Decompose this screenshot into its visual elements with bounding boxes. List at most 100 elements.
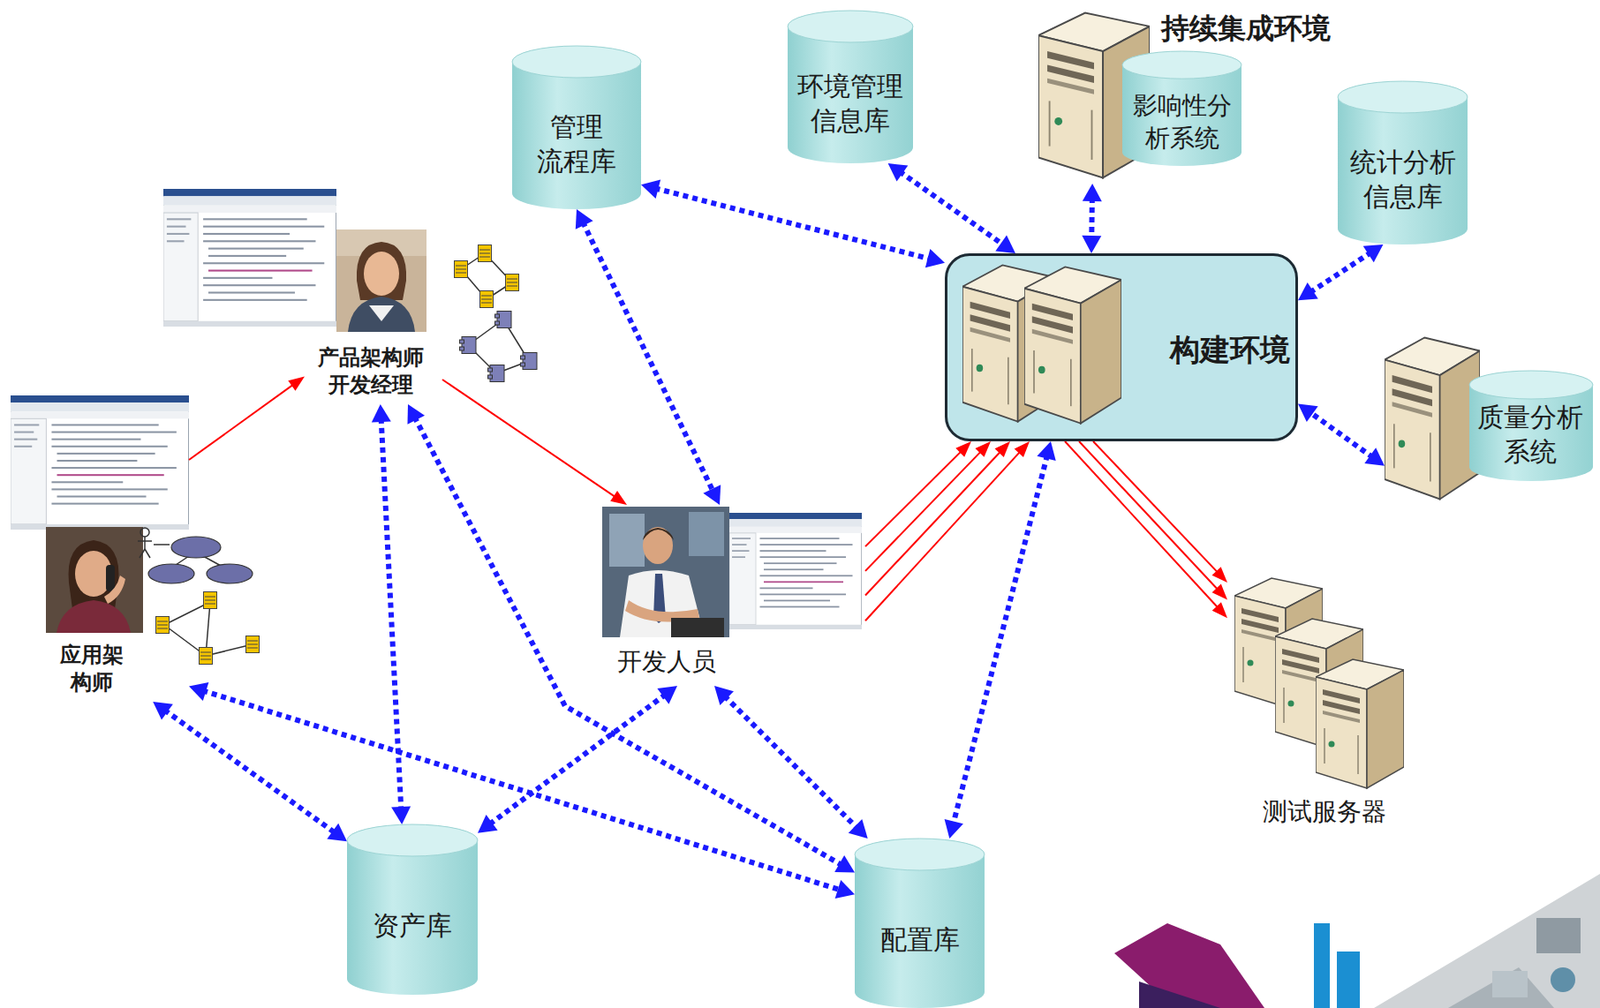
connector-line bbox=[1088, 197, 1095, 240]
corner-decoration bbox=[1114, 874, 1600, 1008]
cylinder-top bbox=[854, 838, 985, 871]
arrow-head bbox=[835, 880, 855, 899]
arrow-head bbox=[610, 490, 627, 506]
dotted-connector bbox=[575, 209, 721, 506]
arrow-head bbox=[995, 234, 1016, 254]
repository-cylinder: 配置库 bbox=[854, 838, 985, 1008]
arrow-head bbox=[1363, 244, 1384, 263]
role-label: 应用架 构师 bbox=[8, 392, 189, 702]
repository-cylinder: 环境管理 信息库 bbox=[787, 10, 914, 164]
developer-picture bbox=[602, 506, 862, 638]
flow-arrow bbox=[188, 377, 305, 461]
connector-line bbox=[489, 694, 666, 825]
cylinder-body bbox=[854, 838, 985, 1008]
arrow-head bbox=[1212, 602, 1228, 619]
connector-line bbox=[654, 188, 931, 259]
arrow-head bbox=[1014, 441, 1030, 458]
node-label: 资产库 bbox=[354, 908, 470, 944]
cylinder-top bbox=[787, 10, 914, 43]
node-label: 测试服务器 bbox=[1227, 796, 1422, 829]
arrow-head bbox=[1082, 183, 1102, 202]
arrow-head bbox=[888, 163, 909, 182]
dotted-connector bbox=[371, 404, 411, 825]
connector-line bbox=[414, 416, 843, 866]
arrow-head bbox=[656, 686, 678, 705]
flow-arrow bbox=[865, 441, 1011, 597]
arrow-head bbox=[287, 377, 305, 392]
repository-cylinder: 统计分析 信息库 bbox=[1337, 81, 1468, 245]
arrow-head bbox=[1212, 584, 1228, 601]
dotted-connector bbox=[407, 404, 855, 873]
connector-line bbox=[865, 450, 963, 547]
flow-arrow bbox=[1093, 441, 1228, 583]
connector-line bbox=[1309, 252, 1372, 294]
cylinder-body bbox=[1122, 51, 1242, 167]
arrow-head bbox=[641, 180, 661, 199]
role-label: 产品架构师 开发经理 bbox=[304, 342, 443, 405]
connector-line bbox=[1093, 441, 1219, 574]
arrow-head bbox=[1212, 566, 1228, 583]
connector-line bbox=[865, 450, 982, 571]
flow-arrow bbox=[865, 441, 972, 547]
app-architect-picture bbox=[10, 395, 189, 634]
arrow-head bbox=[834, 855, 855, 874]
node-label: 产品架构师 开发经理 bbox=[304, 344, 438, 400]
arrow-head bbox=[1364, 447, 1385, 467]
connector-line bbox=[1079, 441, 1219, 591]
arrow-head bbox=[848, 819, 868, 839]
cylinder-body bbox=[512, 45, 642, 210]
flow-arrow bbox=[865, 441, 1030, 621]
cylinder-shape bbox=[854, 838, 985, 1008]
dotted-connector bbox=[714, 686, 868, 839]
cylinder-body bbox=[1337, 81, 1468, 245]
role-label: 开发人员 bbox=[600, 505, 866, 687]
cylinder-top bbox=[347, 824, 478, 857]
product-architect-picture bbox=[163, 188, 427, 333]
node-label: 管理 流程库 bbox=[519, 109, 634, 179]
arrow-head bbox=[1298, 403, 1319, 423]
arrow-head bbox=[944, 819, 964, 839]
arrow-head bbox=[702, 484, 721, 506]
connector-line bbox=[1064, 441, 1219, 610]
system-cylinder: 影响性分 析系统 bbox=[1122, 51, 1242, 167]
node-label: 开发人员 bbox=[604, 646, 729, 679]
arrow-head bbox=[974, 441, 991, 458]
dotted-connector bbox=[641, 180, 945, 269]
connector-line bbox=[899, 171, 1004, 246]
connector-line bbox=[724, 695, 858, 829]
node-label: 持续集成环境 bbox=[1158, 10, 1334, 48]
arrow-head bbox=[371, 404, 392, 423]
cylinder-shape bbox=[347, 824, 478, 996]
repository-cylinder: 资产库 bbox=[347, 824, 478, 996]
dotted-connector bbox=[152, 701, 348, 842]
build-env-fill bbox=[944, 253, 1299, 442]
cylinder-body bbox=[347, 824, 478, 996]
dotted-connector bbox=[477, 686, 678, 834]
repository-cylinder: 管理 流程库 bbox=[512, 45, 642, 210]
node-label: 配置库 bbox=[862, 922, 978, 958]
connector-line bbox=[865, 451, 1021, 622]
arrow-head bbox=[326, 823, 348, 843]
dotted-connector bbox=[944, 441, 1057, 839]
app-architect-icons bbox=[137, 528, 260, 665]
server-group: 测试服务器 bbox=[1227, 573, 1427, 835]
connector-line bbox=[188, 384, 295, 461]
node-label: 影响性分 析系统 bbox=[1129, 90, 1236, 155]
node-label: 质量分析 系统 bbox=[1472, 400, 1588, 469]
arrow-head bbox=[407, 404, 425, 425]
arrow-head bbox=[391, 806, 411, 825]
test-servers bbox=[1234, 578, 1404, 789]
node-label: 应用架 构师 bbox=[47, 641, 136, 697]
arrow-head bbox=[188, 682, 209, 702]
connector-line bbox=[164, 709, 336, 834]
arrow-head bbox=[1298, 282, 1319, 301]
dotted-connector bbox=[1298, 403, 1385, 466]
node-label: 构建环境 bbox=[1168, 330, 1292, 370]
node-label: 统计分析 信息库 bbox=[1343, 144, 1463, 214]
arrow-head bbox=[995, 441, 1011, 458]
connector-line bbox=[1309, 412, 1374, 459]
flow-arrow bbox=[1064, 441, 1228, 619]
cylinder-top bbox=[512, 45, 642, 78]
arrow-head bbox=[575, 209, 594, 230]
